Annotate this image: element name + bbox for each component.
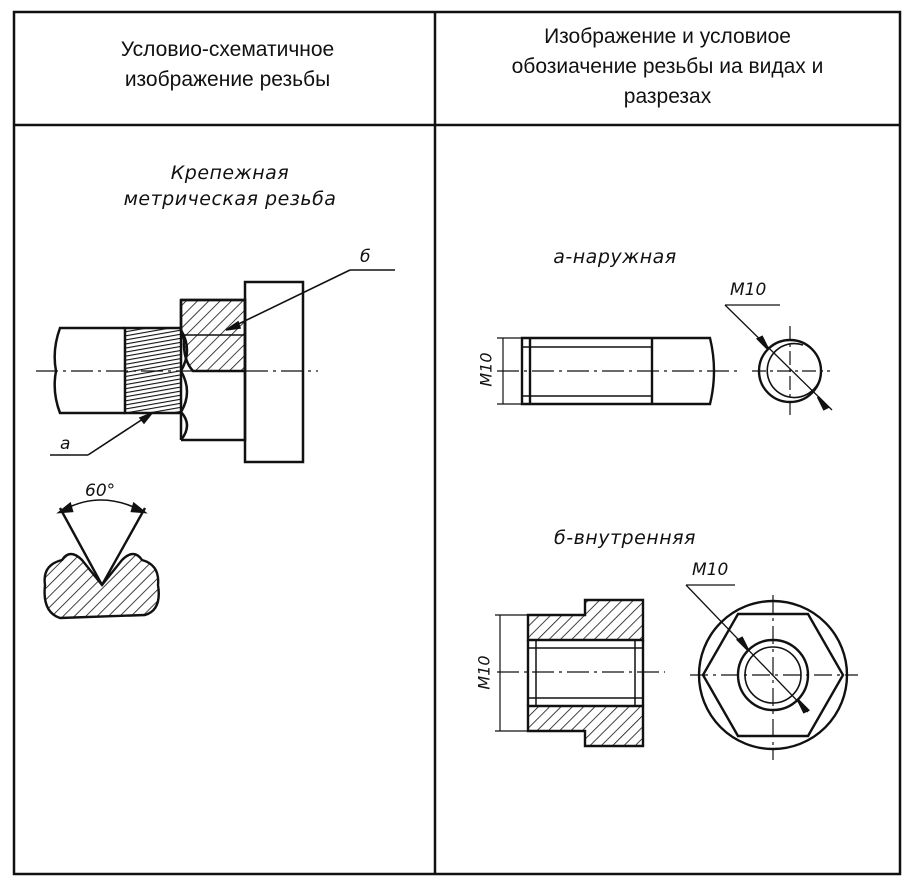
external-thread-title: а-наружная [553, 246, 677, 268]
leader-lines [50, 269, 395, 456]
internal-thread-title: б-внутренняя [554, 527, 696, 549]
external-thread-front-view [724, 304, 833, 416]
thread-profile [43, 499, 160, 620]
external-thread-side-view [497, 336, 740, 406]
dim-external-side: M10 [476, 352, 496, 387]
callout-b-label: б [360, 247, 371, 267]
angle-label: 60° [85, 481, 116, 501]
title-line: метрическая резьба [123, 188, 337, 210]
header-line: обозиачение резьбы иа видах и [511, 55, 824, 78]
header-line: изображение резьбы [124, 68, 331, 91]
callout-a-label: а [60, 434, 71, 454]
header-line: Условио-схематичное [120, 38, 335, 61]
title-line: Крепежная [170, 162, 290, 184]
dim-internal-side: M10 [474, 655, 494, 690]
column-header-views: Изображение и условиое обозиачение резьб… [445, 22, 890, 112]
table-frame [12, 10, 902, 876]
header-line: разрезах [623, 85, 712, 108]
column-header-schematic: Условио-схематичное изображение резьбы [30, 35, 425, 95]
dim-external-front: M10 [730, 280, 767, 300]
dim-internal-front: M10 [692, 560, 729, 580]
internal-thread-side-view [495, 598, 665, 748]
thread-type-title: Крепежная метрическая резьба [80, 160, 380, 212]
internal-thread-front-view [685, 584, 858, 760]
bolt-nut-schematic [36, 280, 318, 464]
header-line: Изображение и условиое [544, 25, 791, 48]
